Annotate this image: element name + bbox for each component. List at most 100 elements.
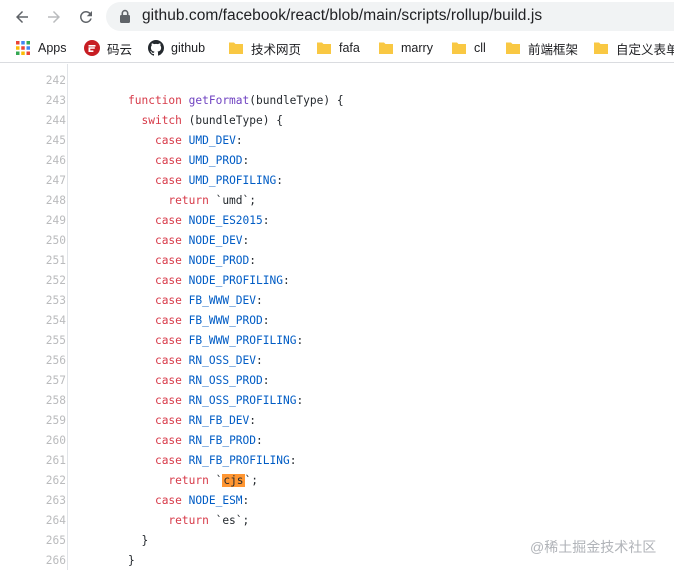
line-number[interactable]: 251 (45, 254, 66, 267)
code-token: : (262, 314, 270, 327)
bookmark-folder-label: marry (401, 41, 433, 55)
line-number[interactable]: 243 (45, 94, 66, 107)
code-line: 252 case NODE_PROFILING: (0, 271, 674, 291)
code-token: case (154, 354, 182, 367)
code-token (182, 414, 189, 427)
bookmark-folder-tech[interactable]: 技术网页 (228, 39, 301, 57)
line-number[interactable]: 263 (45, 494, 66, 507)
code-token: `umd`; (208, 194, 256, 207)
code-token (182, 334, 189, 347)
code-token (182, 94, 189, 107)
code-token (128, 354, 155, 367)
bookmark-folder-frontend[interactable]: 前端框架 (505, 39, 578, 57)
line-number[interactable]: 249 (45, 214, 66, 227)
code-token: : (256, 434, 263, 447)
line-number[interactable]: 266 (45, 554, 66, 567)
code-token: case (154, 394, 182, 407)
code-line: 255 case FB_WWW_PROFILING: (0, 331, 674, 351)
code-line: 249 case NODE_ES2015: (0, 211, 674, 231)
code-token: RN_OSS_DEV (188, 354, 257, 367)
arrow-right-icon (48, 11, 60, 23)
bookmark-folder-fafa[interactable]: fafa (316, 39, 360, 57)
reload-icon (79, 10, 92, 23)
bookmark-folder-marry[interactable]: marry (378, 39, 433, 57)
code-token (128, 194, 168, 207)
code-text: case RN_FB_PROD: (128, 431, 263, 451)
line-number[interactable]: 255 (45, 334, 66, 347)
line-number[interactable]: 257 (45, 374, 66, 387)
code-text: case NODE_DEV: (128, 231, 249, 251)
code-token (182, 214, 189, 227)
address-bar[interactable]: github.com/facebook/react/blob/main/scri… (106, 2, 674, 31)
code-line: 247 case UMD_PROFILING: (0, 171, 674, 191)
line-number[interactable]: 250 (45, 234, 66, 247)
line-number[interactable]: 247 (45, 174, 66, 187)
code-text: case FB_WWW_DEV: (128, 291, 263, 311)
code-token: NODE_DEV (188, 234, 243, 247)
code-line: 262 return `cjs`; (0, 471, 674, 491)
code-token (128, 334, 155, 347)
code-token (128, 474, 168, 487)
bookmark-folder-label: 技术网页 (251, 42, 302, 57)
code-line: 251 case NODE_PROD: (0, 251, 674, 271)
code-token: : (256, 294, 263, 307)
line-number[interactable]: 246 (45, 154, 66, 167)
line-number[interactable]: 254 (45, 314, 66, 327)
code-token: return (168, 514, 209, 527)
code-token: case (154, 494, 182, 507)
line-number[interactable]: 256 (45, 354, 66, 367)
line-number[interactable]: 248 (45, 194, 66, 207)
bookmark-gitee[interactable]: 码云 (84, 39, 132, 57)
lock-icon (120, 9, 130, 23)
code-token: : (282, 274, 290, 287)
code-line: 263 case NODE_ESM: (0, 491, 674, 511)
code-token: UMD_PROFILING (188, 174, 277, 187)
code-token: case (154, 154, 182, 167)
code-token (182, 434, 189, 447)
back-button[interactable] (10, 5, 34, 29)
code-line: 264 return `es`; (0, 511, 674, 531)
line-number[interactable]: 258 (45, 394, 66, 407)
code-token: : (276, 174, 283, 187)
code-token (128, 294, 155, 307)
code-token: case (154, 414, 182, 427)
bookmark-apps[interactable]: Apps (15, 39, 67, 57)
code-token: RN_FB_PROFILING (188, 454, 290, 467)
code-token: : (262, 374, 270, 387)
line-number[interactable]: 245 (45, 134, 66, 147)
code-token: case (154, 454, 182, 467)
browser-toolbar: github.com/facebook/react/blob/main/scri… (0, 0, 674, 33)
line-number[interactable]: 261 (45, 454, 66, 467)
code-token: case (154, 274, 182, 287)
line-number[interactable]: 264 (45, 514, 66, 527)
forward-button[interactable] (42, 5, 66, 29)
line-number[interactable]: 262 (45, 474, 66, 487)
code-text: case FB_WWW_PROD: (128, 311, 270, 331)
line-number[interactable]: 242 (45, 74, 66, 87)
code-token (182, 374, 189, 387)
code-line: 266} (0, 551, 674, 570)
line-number[interactable]: 253 (45, 294, 66, 307)
folder-icon (452, 42, 466, 54)
line-number[interactable]: 252 (45, 274, 66, 287)
code-token: FB_WWW_PROD (188, 314, 263, 327)
line-number[interactable]: 265 (45, 534, 66, 547)
bookmark-folder-cll[interactable]: cll (451, 39, 486, 57)
code-token: : (296, 334, 304, 347)
code-token: `es`; (208, 514, 250, 527)
line-number[interactable]: 260 (45, 434, 66, 447)
code-token: : (249, 254, 257, 267)
watermark: @稀土掘金技术社区 (530, 539, 657, 555)
code-token (182, 274, 189, 287)
code-token: : (296, 394, 304, 407)
code-text: switch (bundleType) { (128, 111, 282, 131)
bookmark-folder-forms[interactable]: 自定义表单 (593, 39, 674, 57)
bookmark-github[interactable]: github (148, 39, 205, 57)
line-number[interactable]: 259 (45, 414, 66, 427)
code-line: 259 case RN_FB_DEV: (0, 411, 674, 431)
line-number[interactable]: 244 (45, 114, 66, 127)
code-line: 257 case RN_OSS_PROD: (0, 371, 674, 391)
reload-button[interactable] (74, 5, 98, 29)
code-token (182, 314, 189, 327)
